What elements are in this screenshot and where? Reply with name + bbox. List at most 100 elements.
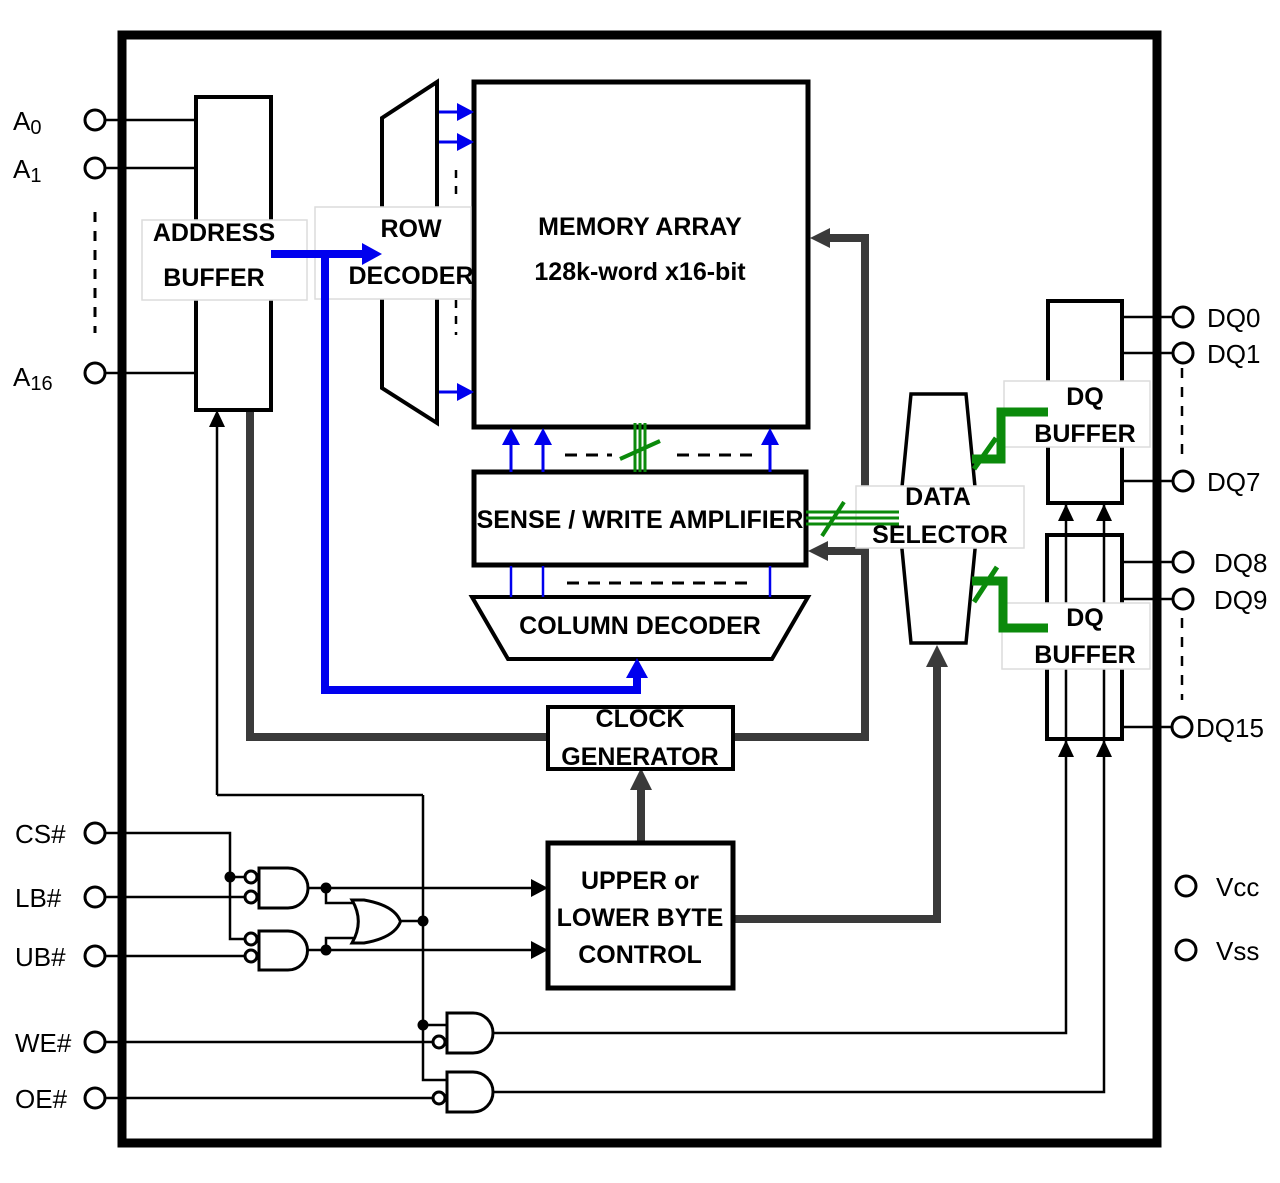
nand-gate-lb-bubble-top	[243, 869, 259, 885]
block-clock-generator	[546, 705, 735, 771]
junction-dots	[224, 871, 429, 1031]
pin-vcc-label: Vcc	[1216, 872, 1259, 902]
arrow-into-dqbuf-upper-2	[1096, 504, 1112, 521]
blue-arrow-column-decoder	[626, 658, 648, 678]
pin-a0-circle	[83, 108, 107, 132]
dq-buffer-lower-label-line2: BUFFER	[1034, 641, 1135, 669]
green-bus-slash	[820, 500, 846, 538]
pin-ub-circle	[83, 944, 107, 968]
arrow-into-dqbuf-lower-1	[1058, 740, 1074, 757]
junction-ub-out	[320, 944, 332, 956]
wordline-bitline-blue	[439, 110, 772, 597]
arrow-into-clock-generator	[630, 768, 652, 790]
nand-gate-ub-bubble-top	[243, 931, 259, 947]
green-step-lower-slash	[971, 565, 1000, 604]
pin-vss-circle	[1174, 938, 1198, 962]
pin-ub-label: UB#	[15, 942, 66, 972]
block-memory-array	[471, 79, 811, 430]
clock-generator-label-line1: CLOCK	[596, 705, 685, 733]
arrow-into-sense-amp	[808, 541, 828, 561]
pin-we-label: WE#	[15, 1028, 72, 1058]
pin-dq9-label: DQ9	[1214, 585, 1267, 615]
thin-signal-lines	[105, 118, 1173, 1100]
control-bus-arrowheads	[630, 228, 948, 790]
plate-row-decoder	[314, 206, 472, 300]
pin-dq7-label: DQ7	[1207, 467, 1260, 497]
line-cs	[105, 831, 245, 941]
pin-dq15-circle	[1170, 715, 1194, 739]
pin-labels: A0 A1 A16 CS# LB# UB# WE# OE# DQ0 DQ1 DQ…	[13, 106, 1267, 1114]
wordline-3-arrow	[457, 383, 474, 401]
blue-thin-arrowheads	[457, 103, 779, 445]
nand-gate-ub	[257, 929, 309, 972]
pin-dq7-circle	[1171, 469, 1195, 493]
pin-a1-label: A1	[13, 154, 41, 187]
pin-dq0-label: DQ0	[1207, 303, 1260, 333]
pin-dq1-label: DQ1	[1207, 339, 1260, 369]
row-decoder-label-line1: ROW	[380, 215, 442, 243]
nand-gate-lb	[257, 866, 310, 910]
arrow-into-memory-array	[810, 228, 830, 248]
arrow-into-bytecontrol-lower	[531, 941, 548, 959]
pin-a16-circle	[83, 361, 107, 385]
pin-a16-label: A16	[13, 362, 53, 395]
control-bus-gray	[246, 234, 941, 923]
junction-lb-out	[320, 882, 332, 894]
dashed-continuation-lines	[93, 170, 1184, 700]
pin-dq15-label: DQ15	[1196, 713, 1264, 743]
address-buffer-label-line1: ADDRESS	[153, 219, 275, 247]
green-bundle-slash	[619, 439, 661, 461]
pin-a1-circle	[83, 156, 107, 180]
and-gate-we-bubble	[431, 1034, 447, 1050]
bus-addrbuf-to-array-feedback	[246, 234, 869, 741]
junction-we-branch	[417, 1019, 429, 1031]
pin-lb-label: LB#	[15, 883, 62, 913]
plate-address-buffer	[141, 219, 308, 301]
data-selector-label-line2: SELECTOR	[872, 521, 1008, 549]
arrow-into-bytecontrol-upper	[531, 879, 548, 897]
clock-generator-label-line2: GENERATOR	[561, 743, 718, 771]
green-step-upper-slash	[971, 436, 999, 471]
pin-cs-label: CS#	[15, 819, 66, 849]
pin-dq1-circle	[1171, 341, 1195, 365]
pin-lb-circle	[83, 885, 107, 909]
junction-or-out	[417, 915, 429, 927]
arrow-into-dqbuf-upper-1	[1058, 504, 1074, 521]
byte-control-label-line2: LOWER BYTE	[557, 904, 724, 932]
blue-arrow-row-decoder	[362, 243, 382, 265]
byte-control-label-line3: CONTROL	[578, 941, 702, 969]
pin-dq8-circle	[1171, 550, 1195, 574]
pin-vss-label: Vss	[1216, 936, 1259, 966]
dq-buffer-upper-label-line1: DQ	[1066, 383, 1104, 411]
plate-dq-buffer-lower	[1001, 602, 1151, 670]
and-gate-oe	[445, 1070, 495, 1114]
thin-black-arrowheads	[209, 410, 1112, 959]
row-decoder-label-line2: DECODER	[348, 262, 473, 290]
arrow-into-dqbuf-lower-2	[1096, 740, 1112, 757]
byte-control-label-line1: UPPER or	[581, 867, 699, 895]
pin-oe-label: OE#	[15, 1084, 68, 1114]
bus-bytecontrol-to-selector	[733, 664, 941, 923]
dq-buffer-lower-label-line1: DQ	[1066, 604, 1104, 632]
block-column-decoder	[468, 595, 812, 661]
or-gate	[349, 898, 403, 945]
wordline-2-arrow	[457, 133, 474, 151]
pin-a0-label: A0	[13, 106, 41, 139]
nand-gate-ub-bubble-bottom	[243, 948, 259, 964]
pin-vcc-circle	[1174, 874, 1198, 898]
address-bus-blue	[271, 250, 641, 694]
line-we-gate-out	[493, 505, 1068, 1035]
arrow-into-addr-buffer	[209, 410, 225, 427]
address-bus-arrowheads	[362, 243, 648, 678]
pin-cs-circle	[83, 821, 107, 845]
sense-write-amplifier-label: SENSE / WRITE AMPLIFIER	[477, 506, 804, 534]
memory-array-label-line1: MEMORY ARRAY	[538, 213, 742, 241]
line-enable-vertical	[421, 795, 447, 1082]
and-gate-oe-bubble	[431, 1090, 447, 1106]
data-selector-label-line1: DATA	[905, 483, 971, 511]
logic-gates	[243, 866, 495, 1114]
green-step-upper	[972, 407, 1048, 464]
pin-dq8-label: DQ8	[1214, 548, 1267, 578]
